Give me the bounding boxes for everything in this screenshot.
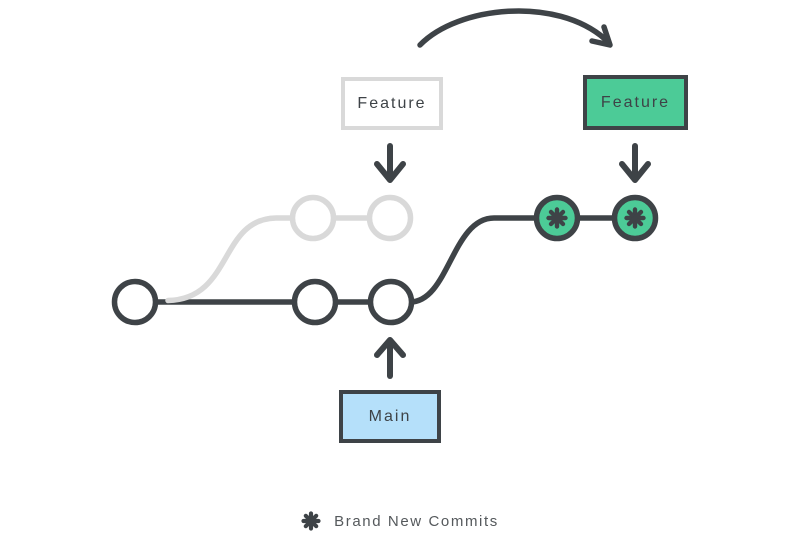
main-branch-label: Main (339, 390, 441, 443)
main-branch-label-text: Main (368, 407, 412, 425)
asterisk-icon (624, 207, 646, 229)
commit-node-old-feature-2 (366, 194, 414, 242)
main-branch-line (132, 215, 638, 305)
asterisk-icon (301, 511, 321, 531)
asterisk-icon (546, 207, 568, 229)
legend-text: Brand New Commits (334, 512, 499, 530)
legend: Brand New Commits (0, 511, 800, 531)
commit-node-main-1 (111, 278, 159, 326)
commit-node-main-3 (367, 278, 415, 326)
arrow-down-feature-old (374, 143, 406, 183)
arrow-down-feature-new (619, 143, 651, 183)
feature-branch-label-original: Feature (341, 77, 443, 130)
rebase-curved-arrow (417, 8, 613, 48)
feature-branch-label-original-text: Feature (357, 94, 427, 112)
original-feature-branch-line (165, 215, 393, 304)
commit-node-old-feature-1 (289, 194, 337, 242)
arrow-up-main (374, 337, 406, 379)
feature-branch-label-rebased: Feature (583, 75, 688, 130)
commit-node-main-2 (291, 278, 339, 326)
feature-branch-label-rebased-text: Feature (600, 93, 671, 111)
